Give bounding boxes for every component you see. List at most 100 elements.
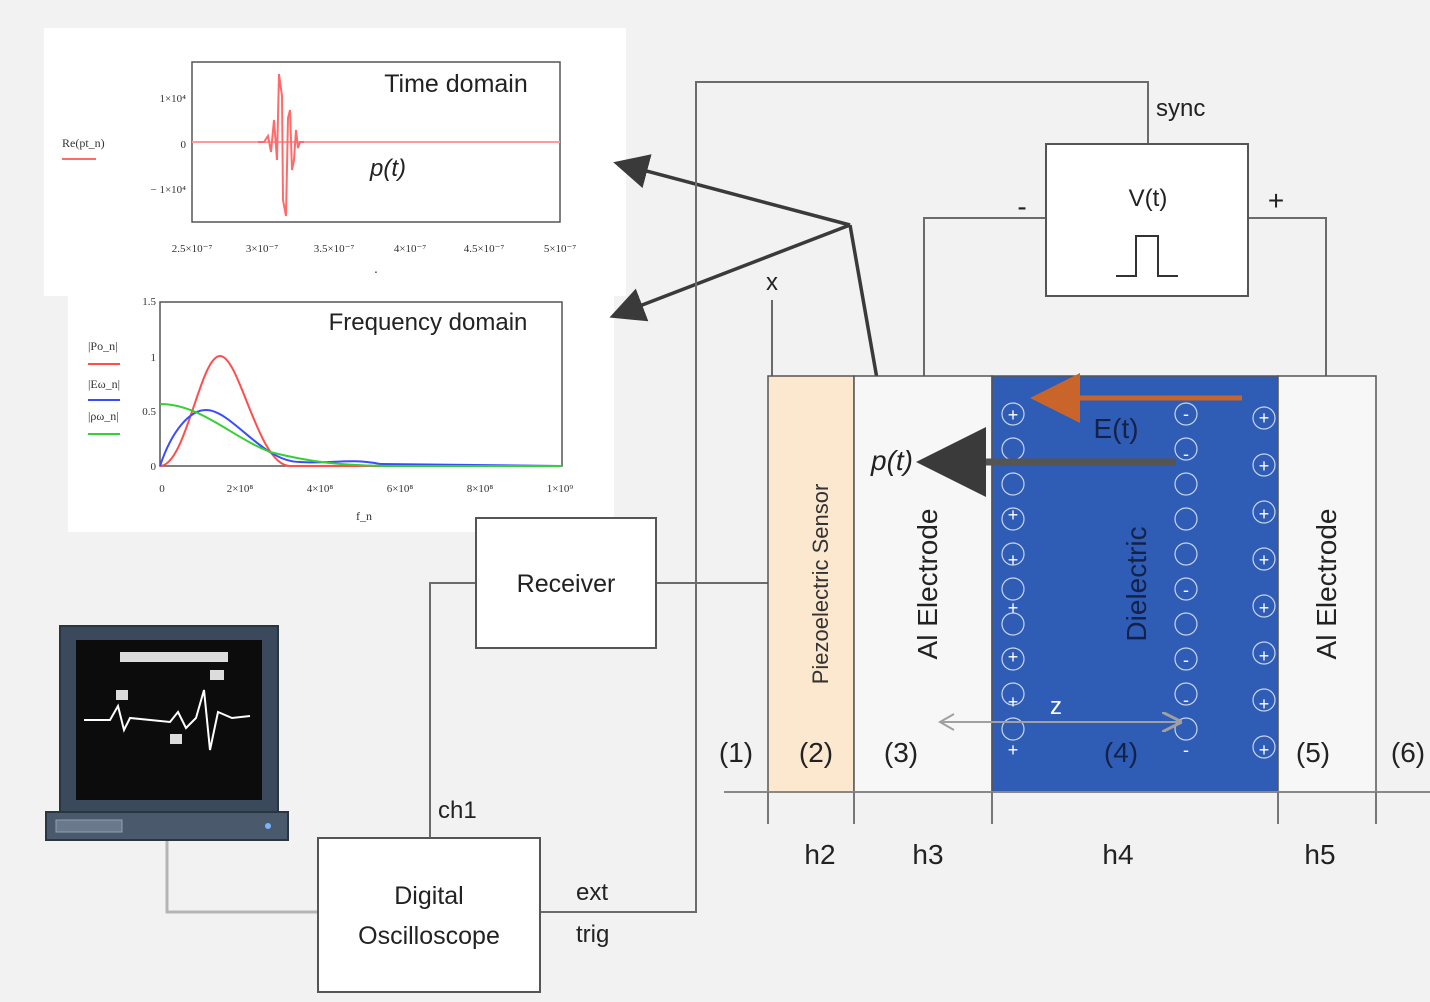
freq-plot-x-tick: 2×10⁸ bbox=[227, 483, 254, 495]
receiver-box bbox=[475, 517, 657, 649]
freq-plot-y-tick: 0.5 bbox=[142, 406, 156, 418]
charge-column-positive-left bbox=[1001, 402, 1025, 741]
voltage-label: V(t) bbox=[1129, 185, 1168, 212]
time-plot-background bbox=[44, 28, 626, 296]
efield-label: E(t) bbox=[1093, 413, 1138, 444]
time-domain-trace bbox=[258, 73, 304, 217]
svg-text:-: - bbox=[1183, 580, 1189, 600]
laptop-icon bbox=[45, 625, 289, 841]
ch1-label: ch1 bbox=[438, 797, 477, 824]
region-label: (4) bbox=[1104, 737, 1138, 768]
freq-plot-x-tick: 4×10⁸ bbox=[307, 483, 334, 495]
svg-text:+: + bbox=[1259, 646, 1270, 666]
svg-text:+: + bbox=[1008, 692, 1019, 712]
time-plot-x-tick: 2.5×10⁻⁷ bbox=[172, 243, 213, 255]
thickness-label: h4 bbox=[1102, 839, 1133, 870]
plus-wire bbox=[1248, 217, 1327, 376]
ext-label: ext bbox=[576, 879, 608, 906]
svg-text:+: + bbox=[1259, 408, 1270, 428]
freq-plot-x-tick: 6×10⁸ bbox=[387, 483, 414, 495]
time-plot-signal-label: p(t) bbox=[369, 155, 406, 182]
time-plot-x-tick: 5×10⁻⁷ bbox=[544, 243, 577, 255]
svg-text:+: + bbox=[1259, 694, 1270, 714]
region-label: (3) bbox=[884, 737, 918, 768]
ch1-wire bbox=[429, 582, 476, 838]
freq-plot-x-tick: 0 bbox=[159, 483, 165, 495]
z-axis-label: z bbox=[1050, 693, 1062, 720]
wiring bbox=[429, 81, 1327, 913]
freq-plot-legend-label: |Po_n| bbox=[88, 339, 117, 353]
receiver-label: Receiver bbox=[517, 570, 616, 598]
freq-plot-background bbox=[68, 296, 614, 532]
time-plot-y-tick: 1×10⁴ bbox=[159, 93, 186, 105]
laptop-screen-marker bbox=[116, 690, 128, 700]
charge-column-negative bbox=[1174, 402, 1198, 741]
thickness-ticks bbox=[767, 792, 1377, 824]
left-electrode-label: Al Electrode bbox=[912, 509, 943, 660]
pulse-generator-box bbox=[1045, 143, 1249, 297]
region-label: (2) bbox=[799, 737, 833, 768]
piezo-layer bbox=[767, 375, 855, 793]
svg-text:-: - bbox=[1183, 740, 1189, 760]
region-label: (5) bbox=[1296, 737, 1330, 768]
charge-column-positive-right bbox=[1252, 406, 1276, 759]
oscilloscope-label-line1: Digital bbox=[394, 882, 463, 910]
arrow-to-freq-plot bbox=[609, 223, 851, 322]
svg-text:+: + bbox=[1008, 505, 1019, 525]
frequency-domain-plot: Frequency domain 1.5 1 0.5 0 0 2×10⁸ 4×1… bbox=[68, 296, 614, 532]
arrow-to-time-plot bbox=[613, 154, 851, 227]
freq-plot-y-tick: 1 bbox=[151, 352, 157, 364]
freq-plot-x-label: f_n bbox=[356, 509, 372, 523]
freq-plot-legend-label: |ρω_n| bbox=[88, 409, 119, 423]
freq-plot-title: Frequency domain bbox=[329, 309, 528, 336]
svg-text:-: - bbox=[1183, 690, 1189, 710]
thickness-label: h2 bbox=[804, 839, 835, 870]
laptop-drive-slot bbox=[55, 819, 123, 833]
dielectric-label: Dielectric bbox=[1121, 526, 1152, 641]
trig-label: trig bbox=[576, 921, 609, 948]
laptop-screen-marker bbox=[210, 670, 224, 680]
svg-text:+: + bbox=[1259, 598, 1270, 618]
sync-wire bbox=[538, 81, 1149, 913]
pressure-label: p(t) bbox=[870, 445, 913, 476]
svg-text:+: + bbox=[1259, 456, 1270, 476]
svg-text:+: + bbox=[1259, 740, 1270, 760]
time-plot-x-tick: 4×10⁻⁷ bbox=[394, 243, 427, 255]
laptop-screen-marker bbox=[170, 734, 182, 744]
freq-plot-legend-label: |Eω_n| bbox=[88, 377, 120, 391]
region-label: (6) bbox=[1391, 737, 1425, 768]
time-domain-plot: Time domain p(t) Re(pt_n) 1×10⁴ 0 − 1×10… bbox=[44, 28, 626, 296]
laptop-screen-waveform bbox=[84, 689, 251, 751]
minus-terminal: - bbox=[1017, 191, 1026, 222]
piezo-label: Piezoelectric Sensor bbox=[808, 484, 833, 685]
time-plot-x-tick: 4.5×10⁻⁷ bbox=[464, 243, 505, 255]
laptop-screen-header bbox=[120, 652, 228, 662]
laptop-scope-cable bbox=[165, 840, 320, 914]
svg-text:+: + bbox=[1008, 647, 1019, 667]
freq-trace-po bbox=[159, 354, 562, 467]
laptop-power-led bbox=[265, 823, 271, 829]
time-plot-x-axis-mark: · bbox=[374, 263, 379, 279]
thickness-label: h5 bbox=[1304, 839, 1335, 870]
svg-text:+: + bbox=[1008, 598, 1019, 618]
x-axis-label: x bbox=[766, 269, 778, 296]
svg-text:-: - bbox=[1183, 444, 1189, 464]
time-plot-y-tick: − 1×10⁴ bbox=[151, 184, 187, 196]
svg-text:+: + bbox=[1008, 405, 1019, 425]
svg-text:+: + bbox=[1259, 504, 1270, 524]
time-plot-title: Time domain bbox=[384, 70, 528, 98]
freq-trace-rho bbox=[159, 403, 562, 467]
sync-label: sync bbox=[1156, 95, 1205, 122]
region-label: (1) bbox=[719, 737, 753, 768]
minus-wire bbox=[923, 217, 1046, 376]
svg-text:-: - bbox=[1183, 404, 1189, 424]
oscilloscope-box bbox=[317, 837, 541, 993]
right-electrode-label: Al Electrode bbox=[1311, 509, 1342, 660]
freq-plot-x-tick: 1×10⁹ bbox=[547, 483, 574, 495]
time-plot-legend-label: Re(pt_n) bbox=[62, 136, 105, 150]
freq-plot-x-tick: 8×10⁸ bbox=[467, 483, 494, 495]
charge-signs: +++ +++ + --- --- +++ +++ ++ bbox=[1008, 404, 1270, 760]
sample-stack: Piezoelectric Sensor Al Electrode Dielec… bbox=[767, 373, 1377, 793]
z-arrow-tail bbox=[937, 713, 955, 731]
plus-terminal: + bbox=[1268, 185, 1284, 216]
